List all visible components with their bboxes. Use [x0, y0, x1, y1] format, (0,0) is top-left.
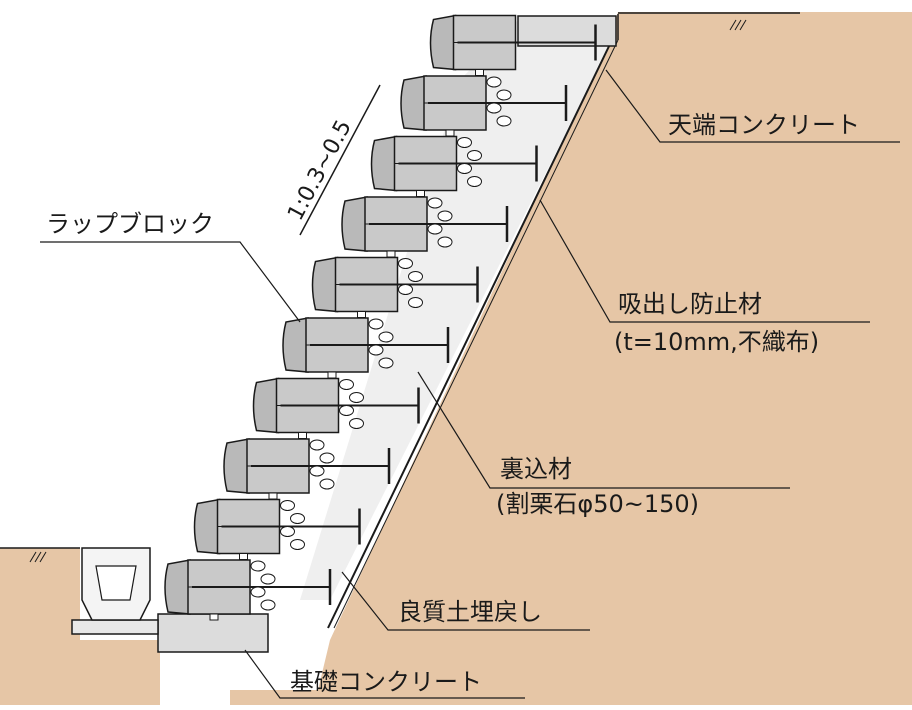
stone: [408, 271, 423, 282]
leader-base: [244, 649, 525, 699]
stone: [319, 478, 335, 490]
wrap-block: [193, 498, 361, 560]
stone: [378, 357, 394, 369]
slope-indicator-line: [299, 84, 381, 236]
stone: [368, 344, 384, 356]
label-wrap-block: ラップブロック: [46, 210, 214, 238]
stone: [250, 586, 266, 598]
block-lug: [386, 250, 396, 258]
leader-wrap-block: [40, 241, 301, 323]
wrap-block: [400, 75, 568, 137]
label-drain-material: 吸出し防止材: [618, 290, 762, 318]
stone: [408, 297, 423, 308]
stone: [467, 176, 482, 187]
label-backfill-spec: (割栗石φ50~150): [496, 490, 699, 518]
u-gutter: [71, 547, 159, 635]
stone: [457, 137, 472, 148]
block-face: [282, 317, 309, 373]
label-drain-spec: (t=10mm,不織布): [614, 328, 819, 356]
block-face: [400, 75, 427, 131]
filter-fabric-line-2: [333, 39, 619, 629]
stone: [260, 573, 276, 585]
label-top-concrete: 天端コンクリート: [668, 111, 860, 139]
block-lug: [268, 492, 278, 500]
wrap-block: [429, 14, 597, 76]
block-lug: [357, 311, 366, 318]
wrap-block: [341, 196, 509, 258]
stone: [496, 89, 512, 101]
block-face: [370, 135, 398, 192]
stone: [427, 197, 443, 209]
stone: [339, 379, 354, 390]
stone: [437, 236, 453, 248]
block-face: [252, 377, 280, 434]
wrap-block: [223, 438, 391, 500]
stone: [378, 331, 394, 343]
stone: [496, 115, 512, 127]
stone: [398, 284, 413, 295]
block-lug: [298, 432, 307, 439]
stone: [368, 318, 384, 330]
stone: [319, 452, 335, 464]
wrap-block: [164, 559, 332, 621]
block-lug: [445, 129, 455, 137]
block-face: [311, 256, 339, 313]
natural-ground-soil: [230, 12, 912, 705]
filter-fabric-line: [327, 39, 613, 629]
stone: [309, 465, 325, 477]
leader-soil: [341, 571, 590, 631]
block-face: [429, 14, 457, 71]
left-ground-hatch: [29, 551, 47, 563]
top-concrete: [517, 15, 617, 47]
block-face: [164, 559, 191, 615]
stone: [260, 599, 276, 611]
right-ground-hatch: [729, 19, 747, 31]
wrap-block: [282, 317, 450, 379]
label-backfill: 裏込材: [500, 455, 572, 483]
block-face: [193, 498, 221, 555]
stone: [427, 223, 443, 235]
leader-lines: [40, 69, 900, 699]
leader-backfill: [417, 371, 790, 489]
block-face: [223, 438, 250, 494]
stone: [349, 418, 364, 429]
backfill-stones: [250, 76, 512, 611]
block-face: [341, 196, 368, 252]
stone: [349, 392, 364, 403]
leader-drain: [539, 199, 870, 323]
leader-top-concrete: [605, 69, 900, 143]
stone: [280, 500, 295, 511]
block-lug: [239, 553, 248, 560]
stone: [290, 513, 305, 524]
block-lug: [416, 190, 425, 197]
stone: [339, 405, 354, 416]
stone: [398, 258, 413, 269]
stone: [457, 163, 472, 174]
stone: [290, 539, 305, 550]
stone: [250, 560, 266, 572]
stone: [309, 439, 325, 451]
block-lug: [475, 69, 484, 76]
wrap-blocks: [164, 14, 597, 621]
block-lug: [209, 613, 219, 621]
block-lug: [327, 371, 337, 379]
wrap-block: [252, 377, 420, 439]
stone: [437, 210, 453, 222]
stone: [280, 526, 295, 537]
stone: [467, 150, 482, 161]
stone: [486, 102, 502, 114]
label-base-concrete: 基礎コンクリート: [290, 668, 482, 696]
label-soil: 良質土埋戻し: [398, 598, 542, 626]
stone: [486, 76, 502, 88]
